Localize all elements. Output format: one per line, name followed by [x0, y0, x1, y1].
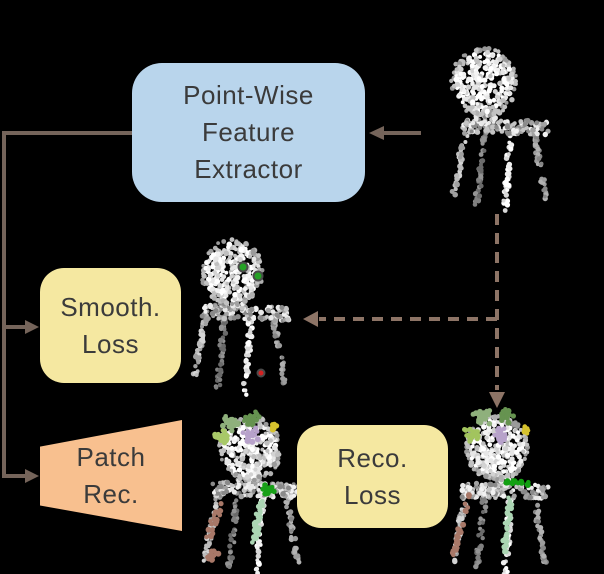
arrowhead-target-chair [489, 392, 505, 408]
smooth-output-chair [190, 237, 292, 397]
arrowhead-extractor [369, 126, 384, 140]
smooth-loss-label: Smooth. Loss [60, 291, 161, 359]
reco-loss-label: Reco. Loss [337, 442, 408, 510]
node-smooth-loss: Smooth. Loss [40, 268, 181, 383]
target-chair [449, 407, 551, 574]
patch-rec-output-chair [201, 409, 302, 574]
feature-extractor-label: Point-Wise Feature Extractor [183, 80, 314, 184]
patch-rec-label: Patch Rec. [76, 441, 146, 509]
arrowhead-patch-rec [25, 469, 39, 483]
node-feature-extractor: Point-Wise Feature Extractor [132, 63, 365, 202]
node-reco-loss: Reco. Loss [297, 425, 448, 528]
input-chair [449, 46, 551, 213]
line-extractor-to-losses [2, 131, 133, 478]
arrowhead-smooth-chair [303, 311, 318, 327]
arrowhead-smooth-loss [25, 320, 39, 334]
